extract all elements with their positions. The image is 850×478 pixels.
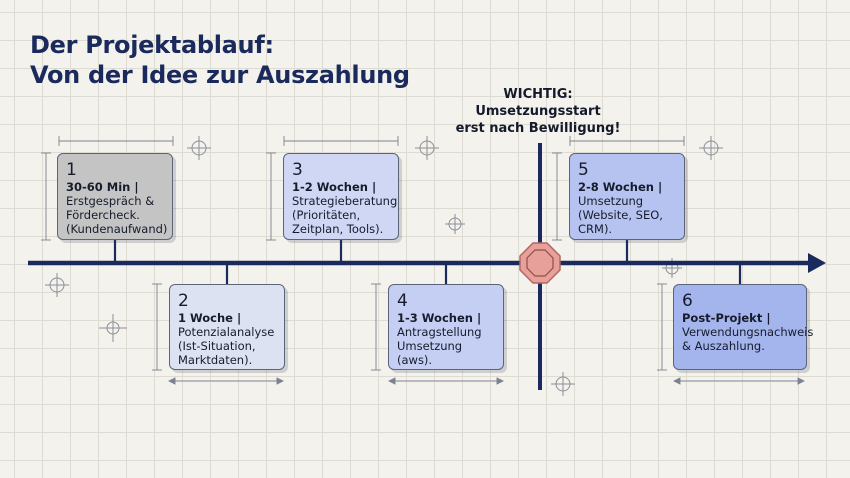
crosshair-icon <box>187 136 211 160</box>
step-description: Umsetzung (aws). <box>397 339 463 367</box>
arrow-right-icon <box>808 253 826 273</box>
dimension-line <box>672 377 806 385</box>
dimension-line <box>657 283 667 371</box>
dimension-line <box>371 283 381 371</box>
step-duration: 1-2 Wochen | <box>292 180 377 194</box>
step-number: 6 <box>682 291 693 311</box>
step-description: Strategieberatung <box>292 194 398 208</box>
stop-octagon-icon <box>519 242 561 284</box>
step-card-4: 4 1-3 Wochen | Antragstellung Umsetzung … <box>388 284 504 370</box>
step-description: (Prioritäten, <box>292 208 361 222</box>
step-duration: 1-3 Wochen | <box>397 311 482 325</box>
important-line-2: Umsetzungsstart <box>475 104 601 119</box>
crosshair-icon <box>45 273 69 297</box>
step-number: 1 <box>66 160 77 180</box>
page-title: Der Projektablauf: Von der Idee zur Ausz… <box>30 30 410 90</box>
crosshair-icon <box>699 136 723 160</box>
dimension-line <box>58 136 174 146</box>
dimension-line <box>552 152 562 241</box>
step-description: Zeitplan, Tools). <box>292 222 384 236</box>
step-description: Potenzialanalyse <box>178 325 275 339</box>
dimension-line <box>152 283 162 371</box>
step-description: & Auszahlung. <box>682 339 765 353</box>
step-description: Verwendungsnachweis <box>682 325 814 339</box>
step-number: 2 <box>178 291 189 311</box>
crosshair-icon <box>551 372 575 396</box>
dimension-line <box>569 136 685 146</box>
title-line-2: Von der Idee zur Auszahlung <box>30 61 410 89</box>
dimension-line <box>266 152 276 241</box>
important-note: WICHTIG: Umsetzungsstart erst nach Bewil… <box>440 86 636 137</box>
step-card-5: 5 2-8 Wochen | Umsetzung (Website, SEO, … <box>569 153 685 240</box>
dimension-line <box>283 136 399 146</box>
step-card-3: 3 1-2 Wochen | Strategieberatung (Priori… <box>283 153 399 240</box>
step-card-1: 1 30-60 Min | Erstgespräch & Fördercheck… <box>57 153 173 240</box>
step-description: CRM). <box>578 222 613 236</box>
step-duration: 1 Woche | <box>178 311 242 325</box>
step-number: 3 <box>292 160 303 180</box>
step-description: Fördercheck. <box>66 208 140 222</box>
step-duration: 2-8 Wochen | <box>578 180 663 194</box>
step-card-6: 6 Post-Projekt | Verwendungsnachweis & A… <box>673 284 814 370</box>
important-line-3: erst nach Bewilligung! <box>455 121 621 136</box>
step-number: 4 <box>397 291 408 311</box>
step-description: (Website, SEO, <box>578 208 663 222</box>
step-card-2: 2 1 Woche | Potenzialanalyse (Ist-Situat… <box>169 284 285 370</box>
step-description: Antragstellung <box>397 325 482 339</box>
dimension-line <box>41 152 51 241</box>
step-duration: Post-Projekt | <box>682 311 771 325</box>
crosshair-icon <box>415 136 439 160</box>
step-description: Marktdaten). <box>178 353 253 367</box>
title-line-1: Der Projektablauf: <box>30 31 274 59</box>
crosshair-icon <box>445 214 465 234</box>
step-number: 5 <box>578 160 589 180</box>
step-duration: 30-60 Min | <box>66 180 139 194</box>
step-description: Umsetzung <box>578 194 644 208</box>
dimension-line <box>387 377 505 385</box>
important-line-1: WICHTIG: <box>503 87 573 102</box>
crosshair-icon <box>99 314 127 342</box>
step-description: (Ist-Situation, <box>178 339 256 353</box>
step-description: (Kundenaufwand) <box>66 222 168 236</box>
dimension-line <box>167 377 285 385</box>
step-description: Erstgespräch & <box>66 194 155 208</box>
